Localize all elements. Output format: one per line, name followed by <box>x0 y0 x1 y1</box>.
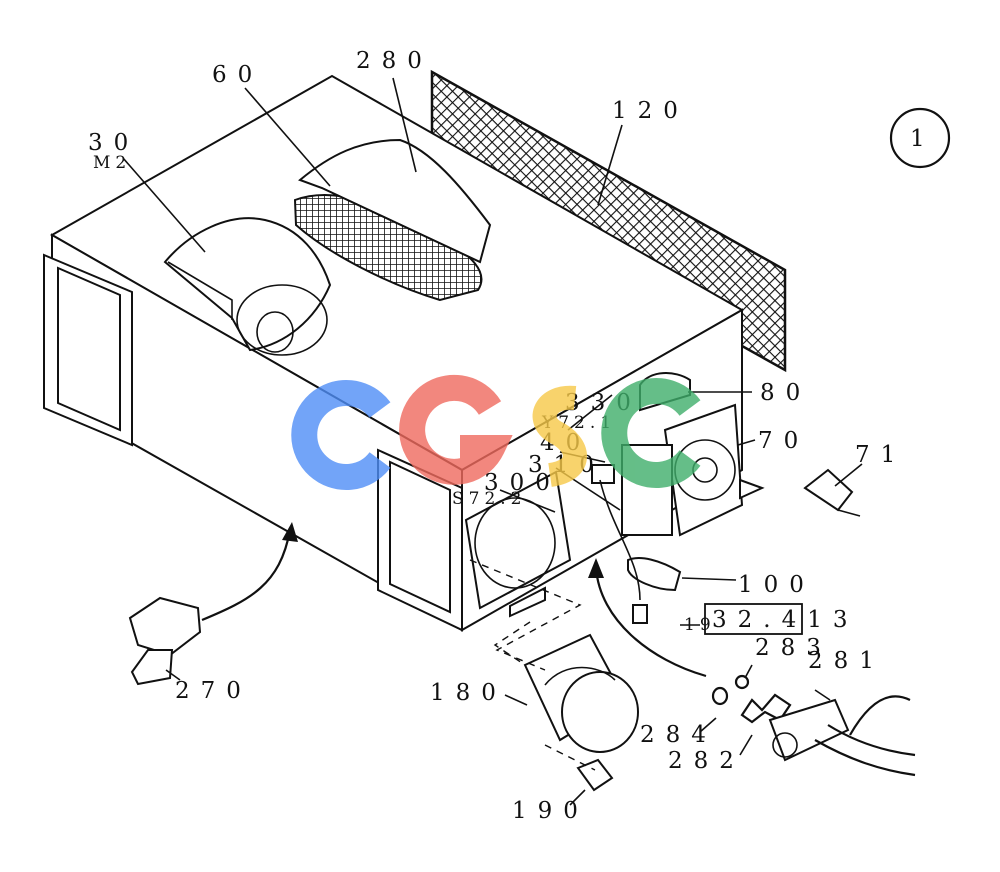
duct-adapter-180 <box>523 633 639 753</box>
label-190: 190 <box>512 798 589 824</box>
label-80: 80 <box>760 380 811 406</box>
label-280: 280 <box>356 48 433 74</box>
watermark-letter-c1 <box>291 380 391 490</box>
label-120: 120 <box>612 98 689 124</box>
pin-190 <box>576 758 614 792</box>
watermark-letter-c2 <box>601 378 701 488</box>
label-19: 19 <box>684 615 716 635</box>
label-m2: M2 <box>93 153 131 173</box>
control-assembly <box>591 372 765 624</box>
reference-box <box>704 603 803 635</box>
label-284: 284 <box>640 722 717 748</box>
valve-281 <box>768 695 916 777</box>
arrow-valve-to-housing <box>594 567 707 678</box>
label-71: 71 <box>855 442 906 468</box>
label-180: 180 <box>430 680 507 706</box>
bracket-282 <box>740 693 792 724</box>
clip-71 <box>803 468 861 517</box>
label-30: 30 <box>88 130 139 156</box>
cgsc-watermark <box>291 374 701 490</box>
label-283: 283 <box>755 635 832 661</box>
sheet-number-badge <box>889 107 951 169</box>
assembly-dashed-lines <box>469 559 596 771</box>
label-100: 100 <box>738 572 815 598</box>
label-300: 300 <box>484 470 561 496</box>
label-270: 270 <box>175 678 252 704</box>
label-sheet: 1 <box>910 126 925 152</box>
elbow-fitting-270 <box>128 596 202 686</box>
leader-lines <box>122 77 863 806</box>
label-282: 282 <box>668 748 745 774</box>
label-281: 281 <box>808 648 885 674</box>
watermark-letter-g <box>399 374 513 485</box>
label-60: 60 <box>212 62 263 88</box>
fan-motor-cutaway <box>163 217 332 356</box>
heat-exchanger-cutaway <box>293 138 492 302</box>
arrow-head-left <box>282 522 298 542</box>
washers-283-284 <box>711 674 750 706</box>
label-ref-box: 32.413 <box>712 607 858 633</box>
watermark-letter-s <box>532 385 587 487</box>
arrow-fitting-to-housing <box>201 529 292 622</box>
label-s72: S72.2 <box>452 489 527 509</box>
label-70: 70 <box>758 428 809 454</box>
arrow-head-right <box>588 558 604 578</box>
